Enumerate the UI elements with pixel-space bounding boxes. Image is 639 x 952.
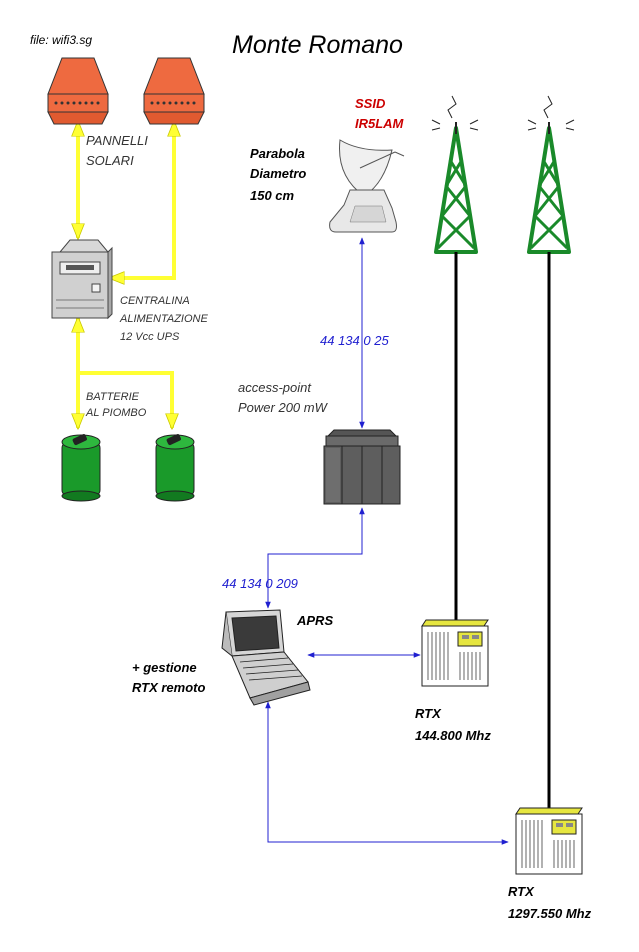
battery-icon xyxy=(61,434,101,502)
power-links xyxy=(78,122,174,428)
solar-panels-label-line1: PANNELLI xyxy=(86,133,148,148)
power-unit-label-line1: CENTRALINA xyxy=(120,295,189,307)
ssid-label-line2: IR5LAM xyxy=(355,116,405,131)
ip-laptop: 44 134 0 209 xyxy=(222,576,298,591)
rtx-144-label-line1: RTX xyxy=(415,706,442,721)
radio-transceiver-icon xyxy=(515,807,583,875)
access-point-label-line2: Power 200 mW xyxy=(238,400,329,415)
dish-label-line2: Diametro xyxy=(250,166,306,181)
power-unit-label-line2: ALIMENTAZIONE xyxy=(119,313,208,325)
rtx-144 xyxy=(421,619,489,687)
antenna-tower-icon xyxy=(431,95,479,254)
remote-mgmt-label: + gestione RTX remoto xyxy=(132,660,205,695)
batteries-label-line2: AL PIOMBO xyxy=(85,407,147,419)
antenna-tower-icon xyxy=(527,95,575,254)
radio-transceiver-icon xyxy=(421,619,489,687)
access-point xyxy=(323,429,401,505)
power-unit-icon xyxy=(51,239,113,320)
solar-panel-left xyxy=(47,57,109,125)
access-point-label: access-point Power 200 mW xyxy=(238,380,329,415)
laptop-icon xyxy=(221,609,311,706)
solar-panel-right xyxy=(143,57,205,125)
rtx-144-label: RTX 144.800 Mhz xyxy=(415,706,491,743)
ip-access-point: 44 134 0 25 xyxy=(320,333,389,348)
remote-mgmt-label-line2: RTX remoto xyxy=(132,680,205,695)
aprs-label: APRS xyxy=(296,613,333,628)
ssid-label: SSID IR5LAM xyxy=(355,96,405,131)
battery-left xyxy=(61,434,101,502)
antenna-tower-left xyxy=(431,95,479,254)
solar-panel-icon xyxy=(143,57,205,125)
battery-right xyxy=(155,434,195,502)
dish-label: Parabola Diametro 150 cm xyxy=(250,146,310,203)
file-label: file: wifi3.sg xyxy=(30,33,92,47)
dish-antenna-icon xyxy=(329,139,405,233)
power-unit xyxy=(51,239,113,320)
page-title: Monte Romano xyxy=(232,31,403,59)
remote-mgmt-label-line1: + gestione xyxy=(132,660,197,675)
antenna-tower-right xyxy=(527,95,575,254)
data-links xyxy=(265,237,509,845)
rtx-1297-label-line1: RTX xyxy=(508,884,535,899)
power-unit-label-line3: 12 Vcc UPS xyxy=(120,331,180,343)
rtx-1297-label: RTX 1297.550 Mhz xyxy=(508,884,592,921)
laptop xyxy=(221,609,311,706)
dish-label-line1: Parabola xyxy=(250,146,305,161)
power-unit-label: CENTRALINA ALIMENTAZIONE 12 Vcc UPS xyxy=(119,295,211,343)
dish-label-line3: 150 cm xyxy=(250,188,295,203)
access-point-icon xyxy=(323,429,401,505)
solar-panels-label-line2: SOLARI xyxy=(86,153,134,168)
solar-panel-icon xyxy=(47,57,109,125)
battery-icon xyxy=(155,434,195,502)
batteries-label-line1: BATTERIE xyxy=(86,391,140,403)
dish-antenna xyxy=(329,139,405,233)
ssid-label-line1: SSID xyxy=(355,96,386,111)
solar-panels-label: PANNELLI SOLARI xyxy=(86,133,152,168)
rtx-144-label-line2: 144.800 Mhz xyxy=(415,728,491,743)
rtx-1297 xyxy=(515,807,583,875)
access-point-label-line1: access-point xyxy=(238,380,312,395)
batteries-label: BATTERIE AL PIOMBO xyxy=(85,391,147,419)
rtx-1297-label-line2: 1297.550 Mhz xyxy=(508,906,592,921)
